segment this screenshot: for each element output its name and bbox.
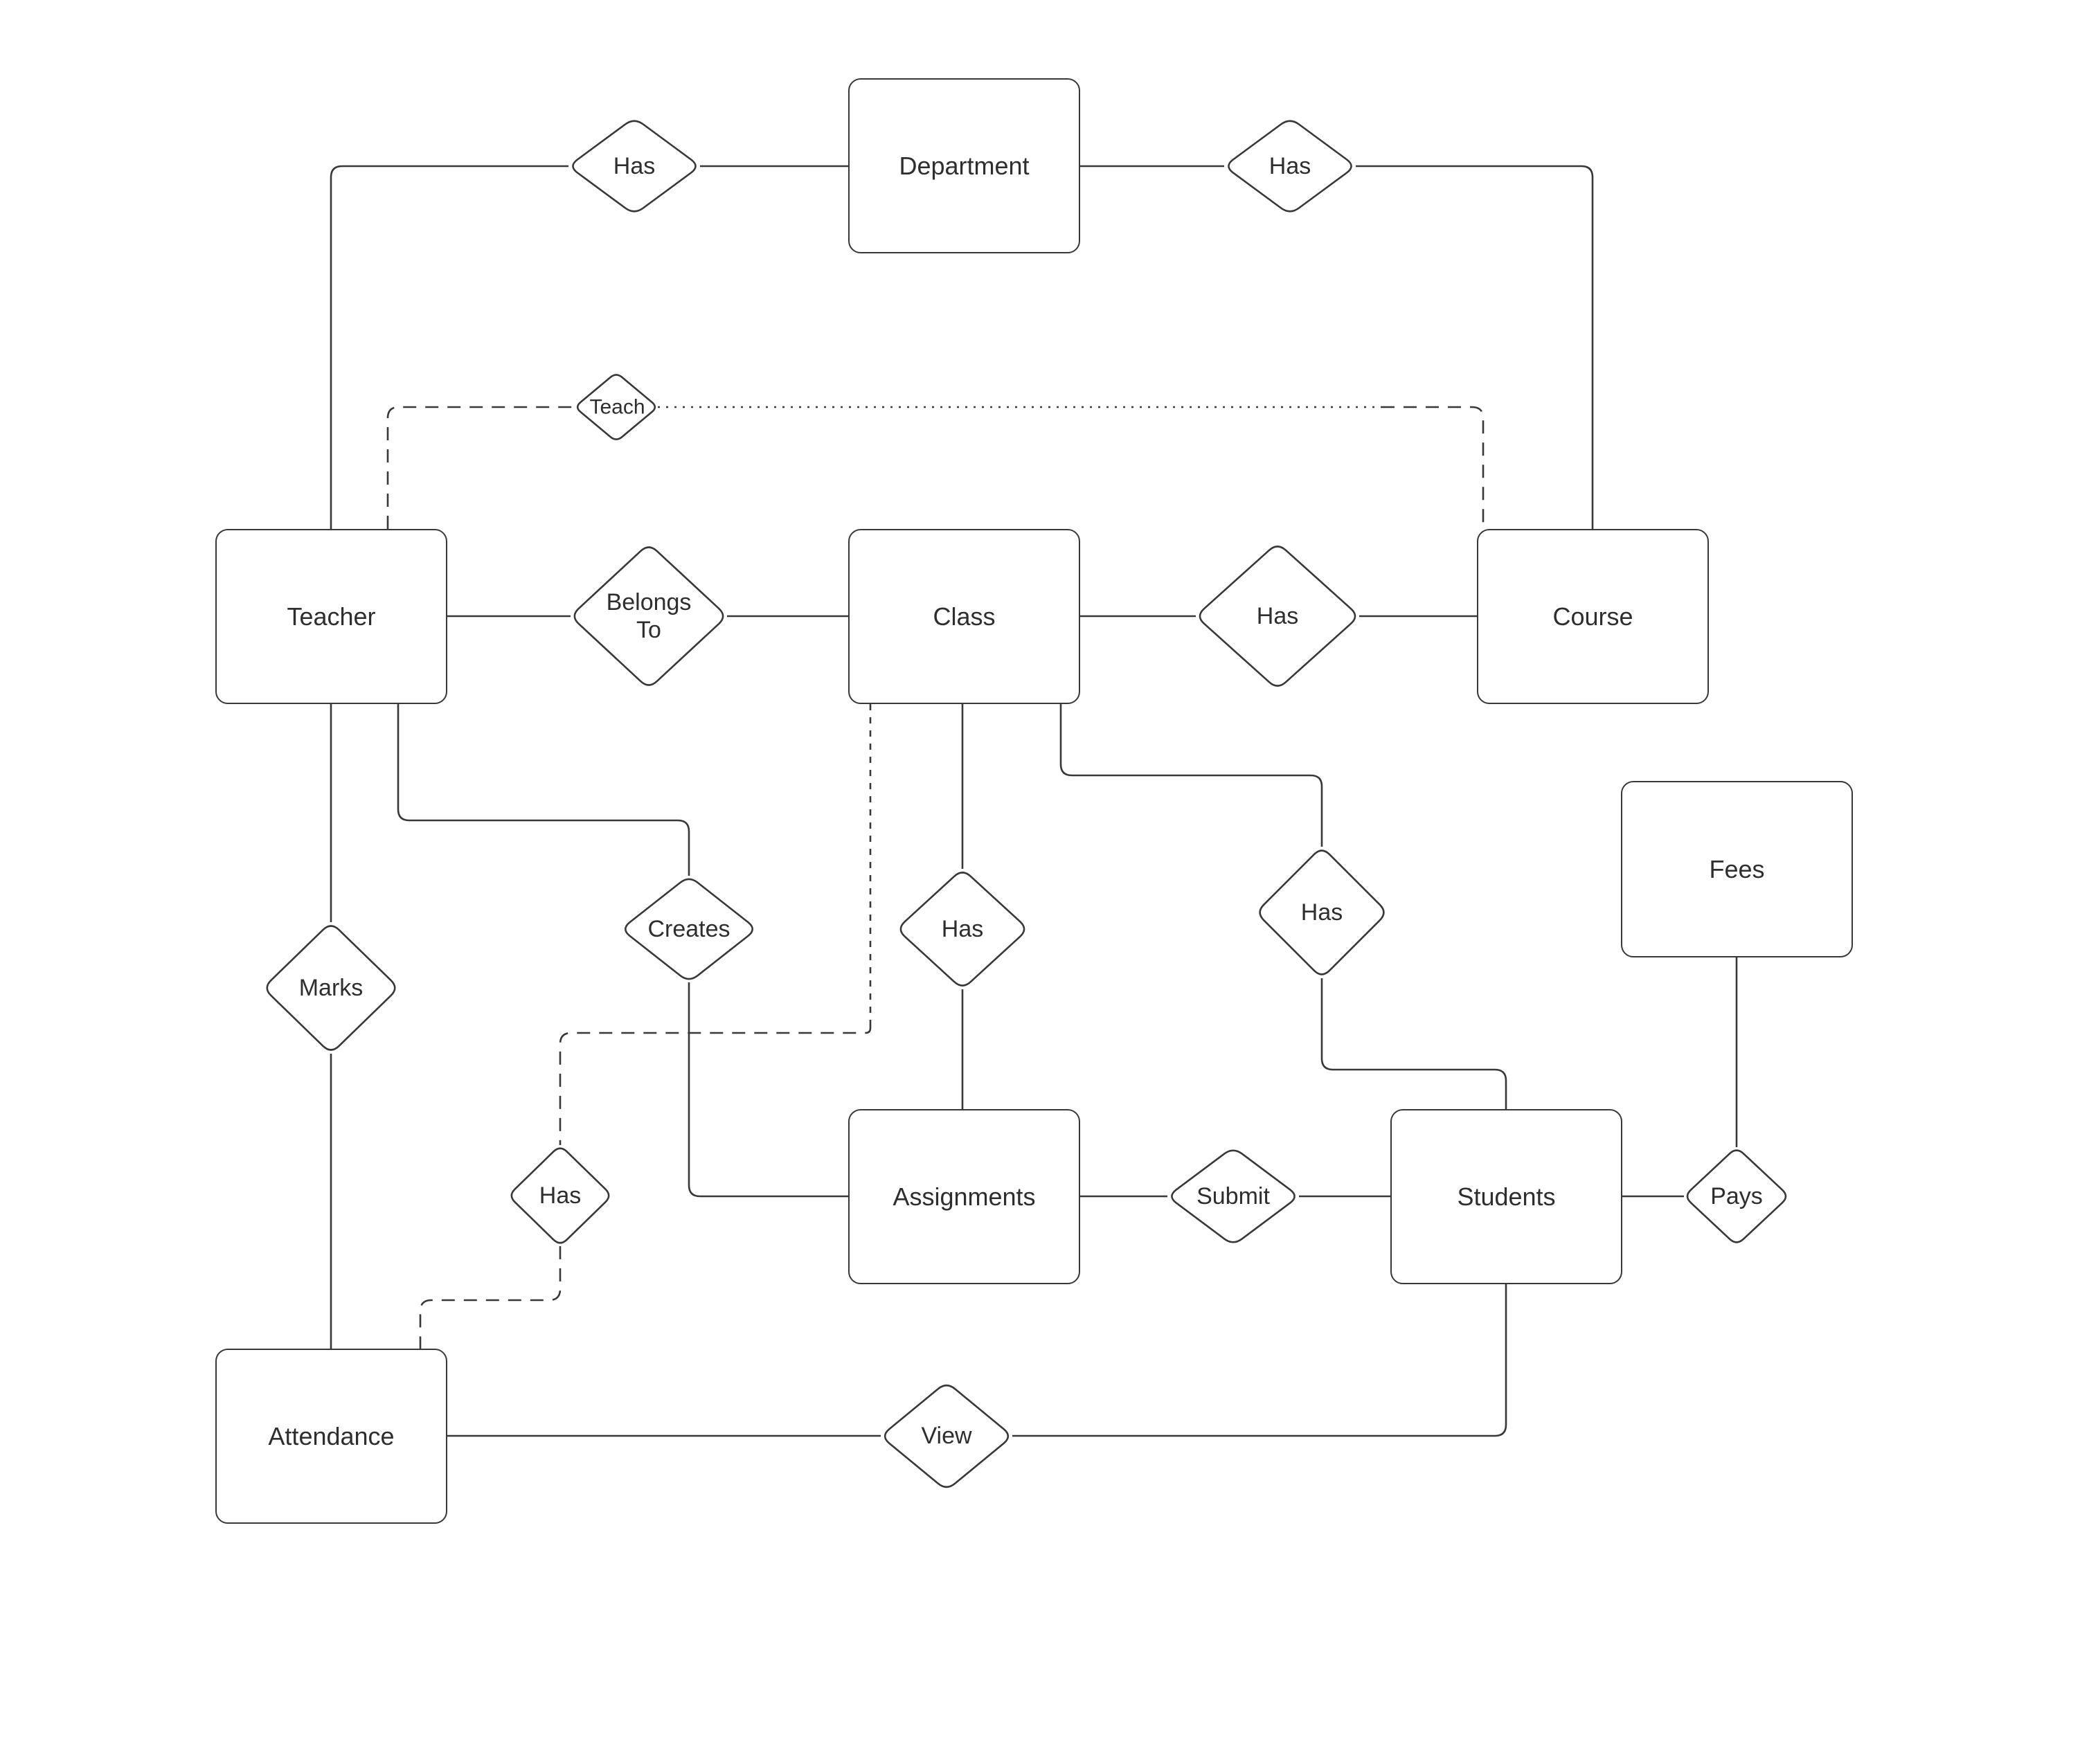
relationship-label-marks: Marks (298, 974, 364, 1001)
relationship-label-teach: Teach (589, 395, 645, 419)
entity-label-fees: Fees (1709, 854, 1765, 883)
relationship-teach[interactable] (572, 370, 661, 444)
relationship-has-class-course[interactable] (1193, 540, 1362, 692)
entity-label-students: Students (1457, 1182, 1556, 1211)
diamond-shape-has-attendance-class (510, 1147, 610, 1244)
diamond-shape-has-teacher-department (572, 120, 697, 213)
relationship-has-department-course[interactable] (1221, 115, 1359, 217)
entity-fees[interactable]: Fees (1621, 781, 1853, 957)
connector-class-has6-lower (559, 1023, 872, 1145)
connector-class-has5 (1059, 704, 1323, 847)
entity-course[interactable]: Course (1477, 529, 1709, 704)
diamond-shape-has-class-course (1199, 546, 1356, 687)
relationship-has-class-assignments[interactable] (894, 866, 1031, 992)
connector-creates-assignments (688, 982, 848, 1198)
relationship-label-view: View (921, 1422, 972, 1449)
relationship-has-class-students[interactable] (1253, 844, 1390, 981)
connector-teacher-has1 (330, 165, 568, 529)
entity-class[interactable]: Class (848, 529, 1080, 704)
relationship-label-has-attendance-class: Has (539, 1182, 582, 1209)
relationship-label-has-department-course: Has (1268, 152, 1311, 179)
relationship-label-has-teacher-department: Has (613, 152, 656, 179)
relationship-marks[interactable] (260, 919, 402, 1056)
entity-students[interactable]: Students (1390, 1109, 1622, 1284)
diamond-shape-has-class-students (1259, 849, 1385, 975)
diamond-shape-pays (1686, 1149, 1787, 1243)
relationship-label-submit: Submit (1196, 1182, 1270, 1209)
entity-label-attendance: Attendance (268, 1421, 395, 1450)
entity-label-class: Class (933, 602, 996, 631)
relationship-has-attendance-class[interactable] (505, 1142, 615, 1249)
diamond-shape-creates (625, 878, 753, 980)
diamond-shape-teach (576, 374, 656, 440)
entity-label-teacher: Teacher (287, 602, 376, 631)
diamond-shape-has-class-assignments (899, 872, 1025, 987)
relationship-submit[interactable] (1165, 1144, 1302, 1248)
diamond-shape-submit (1171, 1149, 1295, 1243)
relationship-label-belongs-to: Belongs To (606, 588, 692, 643)
diamond-shape-marks (266, 925, 396, 1051)
entity-attendance[interactable]: Attendance (215, 1349, 447, 1524)
relationship-belongs-to[interactable] (568, 541, 730, 692)
entity-label-department: Department (899, 151, 1030, 180)
connector-has2-course (1356, 165, 1594, 529)
relationship-pays[interactable] (1681, 1144, 1792, 1248)
entity-label-course: Course (1552, 602, 1633, 631)
connector-students-view (1012, 1284, 1507, 1437)
relationship-label-has-class-assignments: Has (941, 915, 984, 942)
diamond-shape-belongs-to (573, 546, 724, 686)
connector-teacher-creates (397, 704, 690, 876)
entity-assignments[interactable]: Assignments (848, 1109, 1080, 1284)
connector-teach-course-dashed (1381, 406, 1485, 529)
connector-has5-students (1320, 978, 1507, 1109)
connector-has6-attendance (419, 1246, 562, 1349)
relationship-label-creates: Creates (647, 915, 730, 942)
relationship-label-pays: Pays (1710, 1182, 1763, 1209)
relationship-creates[interactable] (618, 873, 760, 985)
relationship-label-has-class-course: Has (1256, 602, 1299, 629)
entity-label-assignments: Assignments (893, 1182, 1036, 1211)
entity-teacher[interactable]: Teacher (215, 529, 447, 704)
connector-teacher-teach (386, 406, 575, 529)
diamond-shape-view (884, 1384, 1010, 1488)
relationship-label-has-class-students: Has (1300, 899, 1343, 926)
entity-department[interactable]: Department (848, 78, 1080, 253)
diamond-shape-has-department-course (1228, 120, 1352, 213)
relationship-has-teacher-department[interactable] (566, 115, 703, 217)
relationship-view[interactable] (878, 1379, 1015, 1493)
